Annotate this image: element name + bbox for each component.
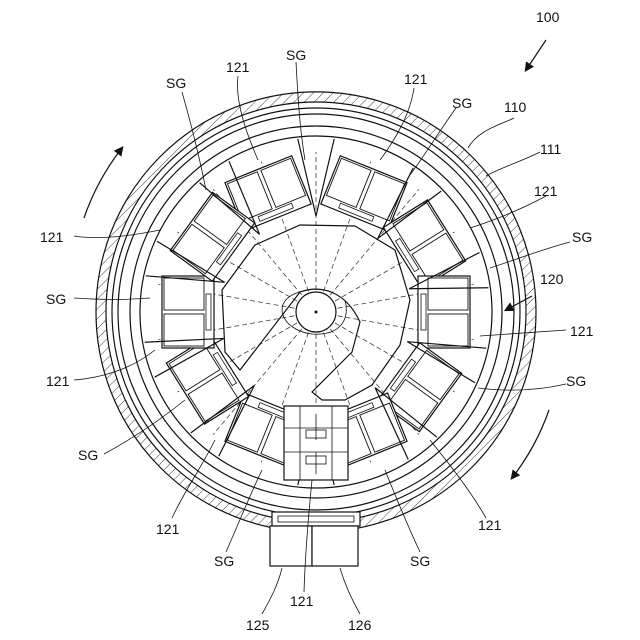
label-125: 125 [246,617,270,633]
label-sg-left-lower: SG [78,447,98,463]
label-121-left-mid: 121 [46,373,70,389]
rotor-unit [166,336,248,425]
rotation-arrow-right [512,410,549,478]
label-sg-top: SG [286,47,306,63]
port-126-box [312,526,358,566]
rotation-arrow-left [84,148,122,218]
pointer-100 [526,40,546,70]
rotor-unit [321,156,407,231]
label-121-right-upper: 121 [534,183,558,199]
base-strip-inner [278,516,354,522]
rotor-unit [383,200,465,289]
label-121-left-upper: 121 [40,229,64,245]
label-111: 111 [540,141,561,157]
label-121-bottom-left: 121 [156,521,180,537]
label-121-bottom-right: 121 [478,517,502,533]
rotor-unit [162,276,214,348]
label-sg-right-lower: SG [566,373,586,389]
label-121-top-left: 121 [226,59,250,75]
label-sg-top-left: SG [166,75,186,91]
label-110: 110 [504,99,527,115]
label-sg-right-upper: SG [572,229,592,245]
label-100: 100 [536,9,560,25]
label-sg-left: SG [46,291,66,307]
label-126: 126 [348,617,372,633]
label-sg-bottom-right: SG [410,553,430,569]
label-121-bottom: 121 [290,593,314,609]
label-sg-top-right: SG [452,95,472,111]
label-121-top-right: 121 [404,71,428,87]
hub-notch [282,292,346,334]
label-sg-bottom-left: SG [214,553,234,569]
rotor-unit [418,276,470,348]
label-120: 120 [540,271,564,287]
label-121-right-mid: 121 [570,323,594,339]
center-dot [315,311,318,314]
terminal-block [284,406,348,480]
